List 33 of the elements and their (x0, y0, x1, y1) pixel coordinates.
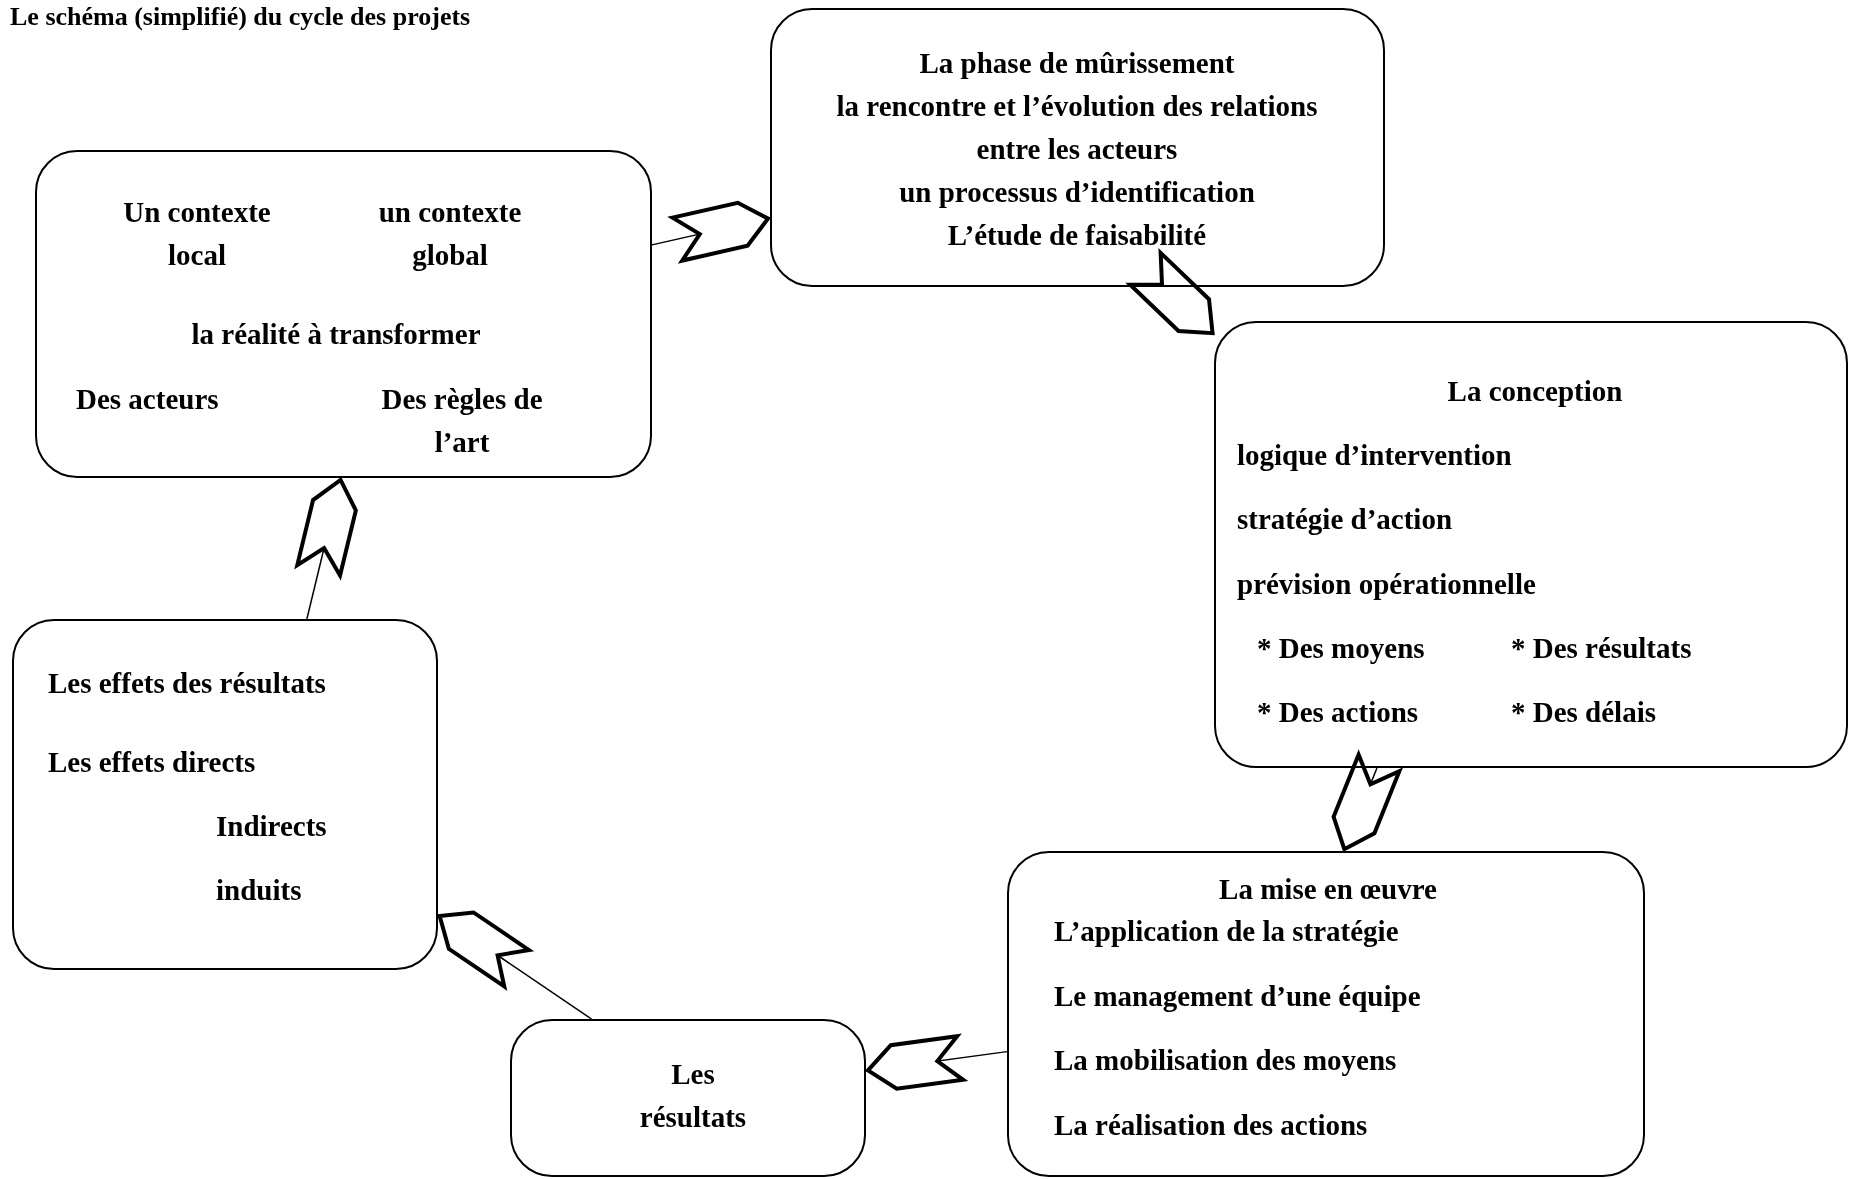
node-text: Les effets directs (48, 745, 257, 780)
process-box (510, 1019, 866, 1177)
node-text: * Des moyens (1257, 631, 1426, 666)
process-box (770, 8, 1385, 287)
node-text: un contexte global (377, 195, 523, 273)
node-text: La conception (1446, 374, 1624, 409)
node-text: Des acteurs (76, 382, 220, 417)
process-box (12, 619, 438, 970)
node-text: stratégie d’action (1237, 502, 1454, 537)
node-text: un processus d’identification (898, 175, 1256, 210)
node-text: L’application de la stratégie (1054, 914, 1400, 949)
process-box (1214, 321, 1848, 768)
node-text: * Des actions (1257, 695, 1420, 730)
node-text: L’étude de faisabilité (946, 218, 1208, 253)
node-text: prévision opérationnelle (1237, 567, 1537, 602)
node-text: Le management d’une équipe (1054, 979, 1422, 1014)
node-text: Des règles de l’art (380, 382, 544, 460)
node-text: Un contexte local (122, 195, 272, 273)
diagram-title: Le schéma (simplifié) du cycle des projets (10, 2, 471, 32)
node-text: La réalisation des actions (1054, 1108, 1369, 1143)
node-text: * Des résultats (1511, 631, 1693, 666)
node-text: logique d’intervention (1237, 438, 1513, 473)
node-text: La phase de mûrissement (918, 46, 1236, 81)
node-text: Les effets des résultats (48, 666, 327, 701)
node-text: Les résultats (638, 1057, 748, 1135)
process-box (1007, 851, 1645, 1177)
node-text: Indirects (216, 809, 328, 844)
node-text: induits (216, 873, 303, 908)
node-text: La mobilisation des moyens (1054, 1043, 1398, 1078)
node-text: la réalité à transformer (190, 317, 482, 352)
process-box (35, 150, 652, 478)
node-text: * Des délais (1511, 695, 1657, 730)
node-text: La mise en œuvre (1218, 872, 1438, 907)
